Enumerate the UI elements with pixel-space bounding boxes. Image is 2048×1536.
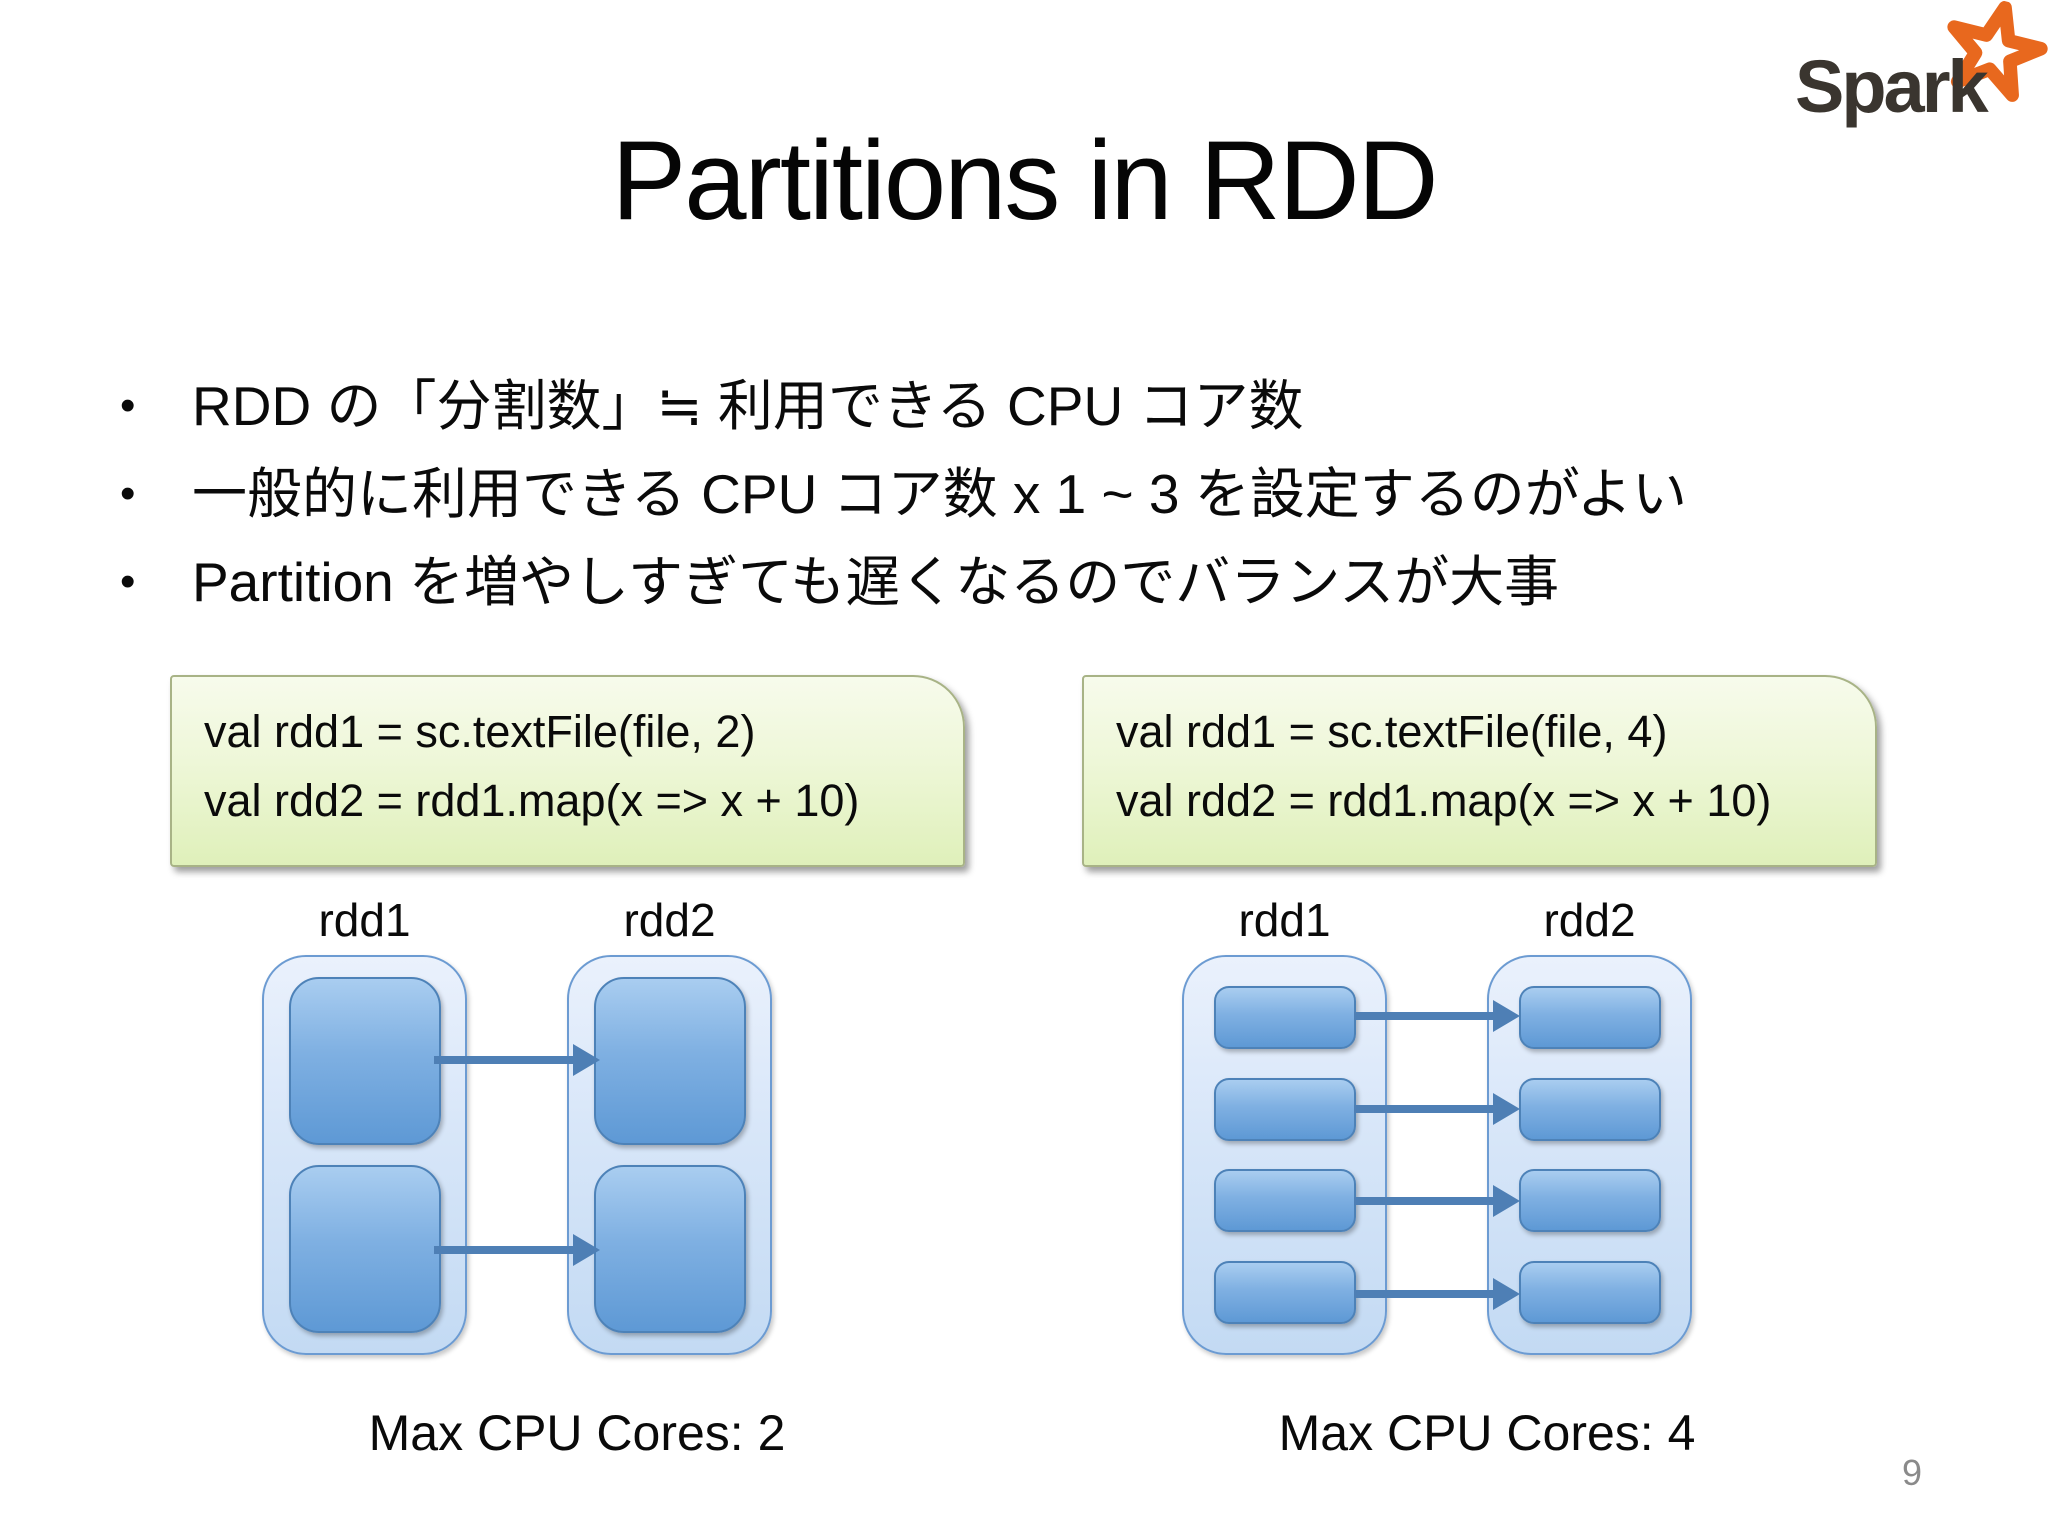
rdd2-label: rdd2	[623, 894, 716, 946]
bullet-dot: •	[120, 469, 136, 518]
max-cpu-caption: Max CPU Cores: 4	[1278, 1405, 1696, 1461]
partition-diagram-area: rdd1 rdd2 Max CPU Cores: 2	[262, 893, 785, 1462]
rdd1-container	[262, 955, 467, 1355]
partition-cell	[1213, 1261, 1356, 1325]
arrow-layer	[1354, 955, 1520, 1355]
dependency-arrow-icon	[1354, 1104, 1494, 1113]
arrow-layer	[434, 955, 600, 1355]
code-line: val rdd2 = rdd1.map(x => x + 10)	[1116, 775, 1772, 826]
code-line: val rdd2 = rdd1.map(x => x + 10)	[204, 775, 860, 826]
bullet-list: • RDD の「分割数」≒ 利用できる CPU コア数 • 一般的に利用できる …	[108, 362, 1978, 626]
slide-title: Partitions in RDD	[611, 118, 1439, 243]
partition-diagram	[1182, 955, 1692, 1360]
partition-cell	[288, 1165, 441, 1333]
page-number: 9	[1902, 1452, 1923, 1493]
dependency-arrow-icon	[1354, 1197, 1494, 1206]
code-line: val rdd1 = sc.textFile(file, 4)	[1116, 706, 1668, 757]
rdd1-label: rdd1	[318, 894, 411, 946]
partition-cell	[1518, 1261, 1661, 1325]
partition-cell	[1213, 985, 1356, 1049]
rdd2-container	[1487, 955, 1692, 1355]
bullet-item: • Partition を増やしすぎても遅くなるのでバランスが大事	[108, 538, 1978, 626]
bullet-dot: •	[120, 381, 136, 430]
partition-cell	[593, 977, 746, 1145]
partition-cell	[1213, 1077, 1356, 1141]
partition-diagram	[262, 955, 772, 1360]
spark-star-icon	[1947, 0, 2048, 102]
dependency-arrow-icon	[1354, 1012, 1494, 1021]
dependency-arrow-icon	[434, 1245, 574, 1254]
rdd-labels: rdd1 rdd2	[1182, 893, 1692, 955]
dependency-arrow-icon	[1354, 1289, 1494, 1298]
code-line: val rdd1 = sc.textFile(file, 2)	[204, 706, 756, 757]
rdd-labels: rdd1 rdd2	[262, 893, 772, 955]
spark-logo-text: Spark	[1795, 45, 1989, 128]
rdd2-container	[567, 955, 772, 1355]
partition-cell	[1518, 1169, 1661, 1233]
partition-diagram-area: rdd1 rdd2 Max CPU Cores: 4	[1182, 893, 1695, 1462]
partition-cell	[1518, 1077, 1661, 1141]
max-cpu-caption: Max CPU Cores: 2	[368, 1405, 786, 1461]
partition-cell	[593, 1165, 746, 1333]
dependency-arrow-icon	[434, 1056, 574, 1065]
bullet-dot: •	[120, 557, 136, 606]
bullet-item: • 一般的に利用できる CPU コア数 x 1 ~ 3 を設定するのがよい	[108, 450, 1978, 538]
rdd1-label: rdd1	[1238, 894, 1331, 946]
bullet-item: • RDD の「分割数」≒ 利用できる CPU コア数	[108, 362, 1978, 450]
code-box: val rdd1 = sc.textFile(file, 2) val rdd2…	[170, 675, 965, 867]
bullet-text: Partition を増やしすぎても遅くなるのでバランスが大事	[192, 551, 1560, 613]
bullet-text: 一般的に利用できる CPU コア数 x 1 ~ 3 を設定するのがよい	[192, 463, 1688, 525]
rdd2-label: rdd2	[1543, 894, 1636, 946]
code-box: val rdd1 = sc.textFile(file, 4) val rdd2…	[1082, 675, 1877, 867]
partition-cell	[288, 977, 441, 1145]
bullet-text: RDD の「分割数」≒ 利用できる CPU コア数	[192, 375, 1304, 437]
spark-logo: Spark	[1793, 0, 2048, 142]
partition-cell	[1518, 985, 1661, 1049]
partition-cell	[1213, 1169, 1356, 1233]
